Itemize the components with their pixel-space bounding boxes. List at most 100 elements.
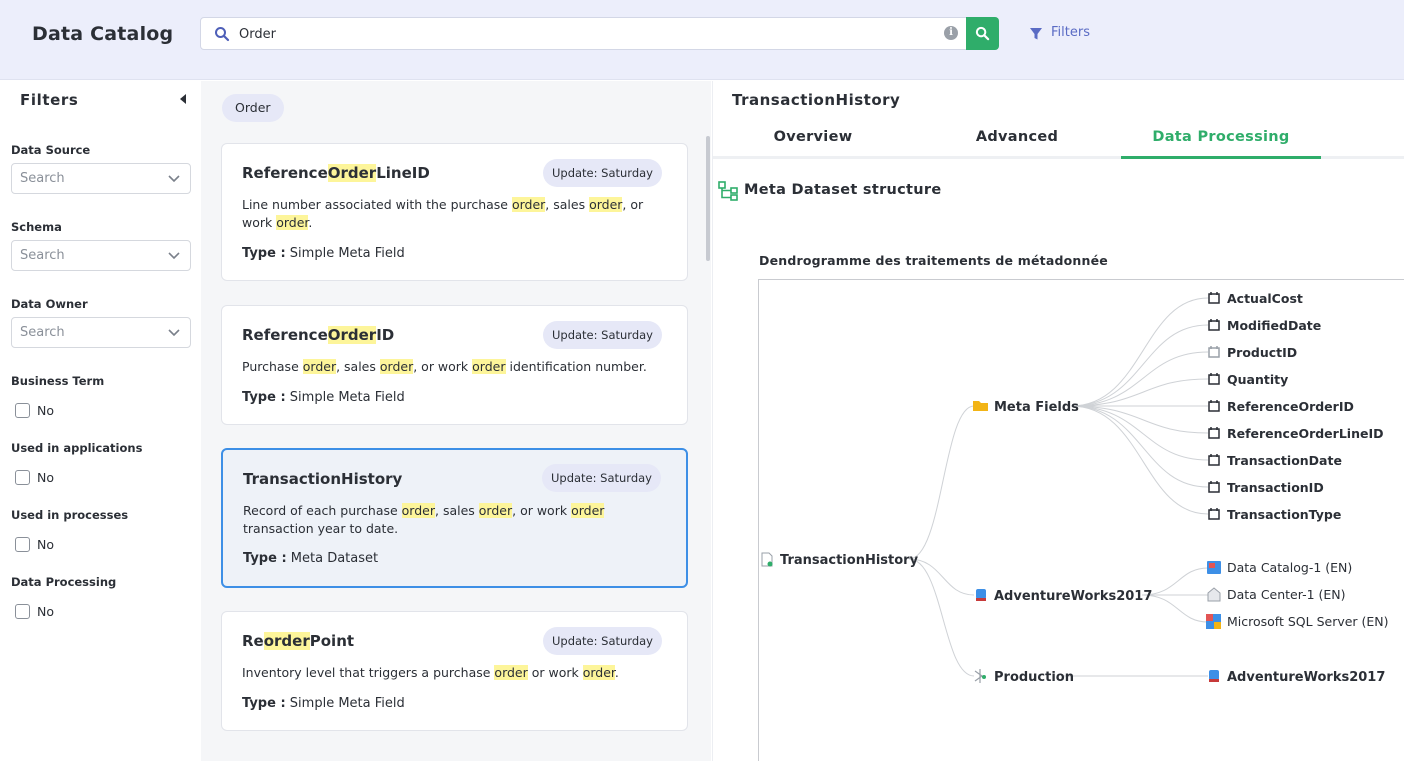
tree-leaf-label: Quantity	[1227, 372, 1288, 387]
datacenter-icon	[1207, 587, 1221, 602]
filter-icon	[1030, 28, 1042, 40]
data-processing-label: Data Processing	[11, 575, 117, 589]
collapse-left-icon[interactable]	[179, 94, 187, 104]
data-processing-option: No	[37, 604, 54, 619]
field-icon	[1208, 427, 1220, 439]
result-card-selected[interactable]: TransactionHistory Update: Saturday Reco…	[221, 448, 688, 588]
schema-placeholder: Search	[20, 248, 65, 263]
tree-node-root[interactable]: TransactionHistory	[761, 552, 919, 568]
used-in-processes-checkbox[interactable]	[15, 537, 30, 552]
result-description: Inventory level that triggers a purchase…	[242, 665, 619, 680]
used-in-applications-label: Used in applications	[11, 441, 143, 455]
business-term-checkbox[interactable]	[15, 403, 30, 418]
tree-leaf[interactable]: ReferenceOrderID	[1208, 399, 1354, 414]
field-icon	[1208, 373, 1220, 385]
database-icon	[976, 589, 986, 599]
status-dot	[767, 561, 773, 567]
dendrogram: TransactionHistory Meta Fields Adventure…	[761, 291, 1389, 685]
field-icon	[1208, 508, 1220, 520]
tree-node-label: AdventureWorks2017	[994, 589, 1152, 604]
tab-advanced[interactable]: Advanced	[975, 129, 1059, 145]
process-icon	[974, 669, 984, 683]
data-processing-checkbox[interactable]	[15, 604, 30, 619]
tree-leaf[interactable]: Data Center-1 (EN)	[1207, 587, 1346, 602]
tree-leaf-label: AdventureWorks2017	[1227, 670, 1385, 685]
tree-leaf-label: TransactionID	[1227, 480, 1324, 495]
update-badge: Update: Saturday	[542, 159, 662, 187]
results-list[interactable]: Order ReferenceOrderLineID Update: Satur…	[201, 81, 711, 761]
data-owner-placeholder: Search	[20, 325, 65, 340]
tree-leaf-label: Microsoft SQL Server (EN)	[1227, 614, 1389, 629]
tree-leaf-label: ProductID	[1227, 345, 1297, 360]
tree-leaf-label: TransactionDate	[1227, 453, 1342, 468]
tab-data-processing[interactable]: Data Processing	[1121, 117, 1321, 159]
schema-label: Schema	[11, 220, 62, 234]
tree-leaf-label: ActualCost	[1227, 291, 1303, 306]
tree-leaf[interactable]: ProductID	[1208, 345, 1297, 360]
tree-node-source-db[interactable]: AdventureWorks2017	[976, 589, 1152, 604]
field-icon	[1208, 481, 1220, 493]
detail-title: TransactionHistory	[732, 91, 901, 109]
update-badge: Update: Saturday	[541, 464, 661, 492]
result-type: Type : Meta Dataset	[243, 551, 379, 566]
link	[908, 405, 975, 560]
tree-leaf[interactable]: Quantity	[1208, 372, 1288, 387]
search-icon	[975, 26, 990, 41]
used-in-applications-option: No	[37, 470, 54, 485]
result-card[interactable]: ReorderPoint Update: Saturday Inventory …	[221, 611, 688, 731]
info-icon[interactable]: i	[944, 26, 958, 40]
tree-leaf-label: TransactionType	[1227, 507, 1341, 522]
filter-panel-title: Filters	[20, 91, 79, 109]
search-box[interactable]: i	[200, 17, 999, 50]
detail-panel: TransactionHistory Overview Advanced Dat…	[712, 81, 1404, 761]
search-icon	[215, 27, 230, 42]
search-input[interactable]	[239, 23, 929, 45]
schema-select[interactable]: Search	[11, 240, 191, 271]
tree-node-process[interactable]: Production	[974, 669, 1074, 685]
section-title: Meta Dataset structure	[744, 182, 942, 198]
data-source-placeholder: Search	[20, 171, 65, 186]
tree-leaf[interactable]: TransactionID	[1208, 480, 1324, 495]
app-title: Data Catalog	[32, 23, 174, 45]
result-card[interactable]: ReferenceOrderID Update: Saturday Purcha…	[221, 305, 688, 425]
link	[908, 558, 975, 677]
business-term-option: No	[37, 403, 54, 418]
used-in-applications-checkbox[interactable]	[15, 470, 30, 485]
tab-overview[interactable]: Overview	[773, 129, 853, 145]
database-icon	[1209, 670, 1219, 680]
result-title: ReferenceOrderID	[242, 326, 395, 344]
tree-leaf[interactable]: ModifiedDate	[1208, 318, 1321, 333]
tree-node-label: Production	[994, 670, 1074, 685]
source-links	[1141, 567, 1209, 623]
tree-leaf[interactable]: TransactionDate	[1208, 453, 1342, 468]
result-type: Type : Simple Meta Field	[242, 390, 405, 405]
tree-node-meta-fields[interactable]: Meta Fields	[973, 400, 1079, 415]
tree-leaf-label: ModifiedDate	[1227, 318, 1321, 333]
tree-leaf[interactable]: ActualCost	[1208, 291, 1303, 306]
link	[908, 558, 975, 596]
key-field-icon	[1208, 346, 1220, 358]
top-bar: Data Catalog i Filters	[0, 0, 1404, 80]
meta-field-leaves: ActualCost ModifiedDate ProductID Quanti…	[1208, 291, 1383, 522]
result-description: Purchase order, sales order, or work ord…	[242, 359, 647, 374]
tree-node-label: TransactionHistory	[780, 553, 919, 568]
tree-leaf[interactable]: AdventureWorks2017	[1209, 670, 1385, 685]
tree-leaf[interactable]: Data Catalog-1 (EN)	[1207, 560, 1352, 575]
used-in-processes-label: Used in processes	[11, 508, 129, 522]
results-scrollbar[interactable]	[706, 136, 710, 261]
tree-leaf[interactable]: ReferenceOrderLineID	[1208, 426, 1383, 441]
detail-tabs: Overview Advanced Data Processing	[713, 117, 1404, 159]
query-chip[interactable]: Order	[222, 94, 284, 122]
result-description: Line number associated with the purchase…	[242, 197, 644, 230]
field-icon	[1208, 319, 1220, 331]
tree-leaf[interactable]: TransactionType	[1208, 507, 1341, 522]
search-button[interactable]	[966, 17, 999, 50]
data-owner-select[interactable]: Search	[11, 317, 191, 348]
business-term-label: Business Term	[11, 374, 105, 388]
used-in-processes-option: No	[37, 537, 54, 552]
data-source-select[interactable]: Search	[11, 163, 191, 194]
tree-leaf-label: Data Catalog-1 (EN)	[1227, 560, 1352, 575]
tree-leaf[interactable]: Microsoft SQL Server (EN)	[1206, 614, 1389, 629]
filters-label: Filters	[1051, 25, 1090, 40]
result-card[interactable]: ReferenceOrderLineID Update: Saturday Li…	[221, 143, 688, 281]
